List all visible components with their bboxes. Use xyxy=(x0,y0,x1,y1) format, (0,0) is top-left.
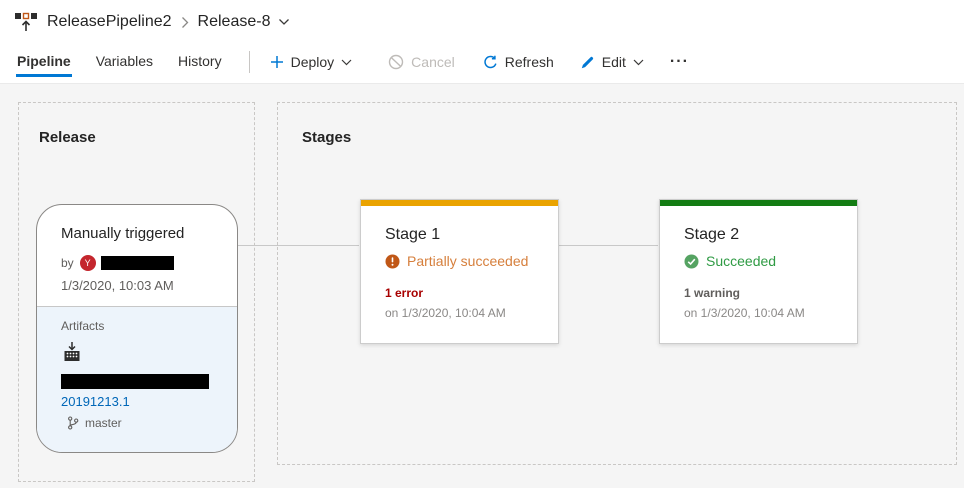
tab-pipeline[interactable]: Pipeline xyxy=(16,47,72,77)
branch-name: master xyxy=(85,416,122,430)
artifacts-section: Artifacts 20191213 xyxy=(37,306,237,452)
stage-name: Stage 1 xyxy=(385,226,441,243)
tab-and-toolbar: Pipeline Variables History Deploy Cancel xyxy=(16,46,689,78)
plus-icon xyxy=(270,55,284,69)
stage-error-count: 1 error xyxy=(385,286,424,300)
stage-status-row: Partially succeeded xyxy=(385,253,546,269)
page-header: ReleasePipeline2 Release-8 Pipeline Vari… xyxy=(0,0,964,84)
branch-row: master xyxy=(61,416,219,430)
redacted-artifact-name xyxy=(61,374,209,389)
chevron-down-icon xyxy=(633,59,644,66)
pipeline-canvas: Release Manually triggered by Y 1/3/2020… xyxy=(0,84,964,488)
triggered-by-row: by Y xyxy=(61,255,219,271)
stage-name: Stage 2 xyxy=(684,226,740,243)
stage-status-bar xyxy=(361,200,558,206)
stage-date: on 1/3/2020, 10:04 AM xyxy=(684,306,805,320)
stage-card-body: Stage 1 Partially succeeded 1 error on 1… xyxy=(361,206,558,320)
stage-card-stage-1[interactable]: Stage 1 Partially succeeded 1 error on 1… xyxy=(360,199,559,344)
release-section: Release Manually triggered by Y 1/3/2020… xyxy=(18,102,255,482)
tab-variables[interactable]: Variables xyxy=(95,53,154,69)
stage-status-bar xyxy=(660,200,857,206)
cancel-icon xyxy=(388,54,404,70)
stages-section: Stages Stage 1 Partially succeeded 1 e xyxy=(277,102,957,465)
cancel-button: Cancel xyxy=(388,54,455,70)
release-date: 1/3/2020, 10:03 AM xyxy=(61,278,174,293)
tab-history[interactable]: History xyxy=(178,53,222,69)
breadcrumb-release-name[interactable]: Release-8 xyxy=(197,13,271,30)
release-card-top: Manually triggered by Y 1/3/2020, 10:03 … xyxy=(37,205,237,293)
artifacts-label: Artifacts xyxy=(61,319,105,333)
stage-status-row: Succeeded xyxy=(684,253,845,269)
chevron-down-icon xyxy=(341,59,352,66)
avatar: Y xyxy=(79,255,96,271)
by-label: by xyxy=(61,256,74,270)
pencil-icon xyxy=(580,55,595,70)
deploy-button[interactable]: Deploy xyxy=(270,54,353,70)
chevron-down-icon[interactable] xyxy=(278,18,290,26)
release-trigger-title: Manually triggered xyxy=(61,225,185,242)
breadcrumb: ReleasePipeline2 Release-8 xyxy=(14,8,290,36)
refresh-button[interactable]: Refresh xyxy=(483,54,554,70)
edit-button[interactable]: Edit xyxy=(580,54,644,70)
refresh-icon xyxy=(483,55,498,70)
release-section-title: Release xyxy=(39,129,96,146)
stage-card-body: Stage 2 Succeeded 1 warning on 1/3/2020,… xyxy=(660,206,857,320)
build-artifact-icon xyxy=(61,341,219,368)
release-card[interactable]: Manually triggered by Y 1/3/2020, 10:03 … xyxy=(36,204,238,453)
toolbar-divider xyxy=(248,51,250,73)
breadcrumb-pipeline-name[interactable]: ReleasePipeline2 xyxy=(47,13,172,30)
stage-status-text: Partially succeeded xyxy=(407,253,529,269)
redacted-user-name xyxy=(100,256,174,270)
release-pipeline-icon xyxy=(14,12,38,33)
chevron-right-icon xyxy=(181,16,189,29)
stage-card-stage-2[interactable]: Stage 2 Succeeded 1 warning on 1/3/2020,… xyxy=(659,199,858,344)
warning-circle-icon xyxy=(385,254,400,269)
stage-date: on 1/3/2020, 10:04 AM xyxy=(385,306,506,320)
stage-warning-count: 1 warning xyxy=(684,286,741,300)
more-options-button[interactable]: ··· xyxy=(669,53,689,70)
stage-status-text: Succeeded xyxy=(706,253,777,269)
success-check-icon xyxy=(684,254,699,269)
build-number-link[interactable]: 20191213.1 xyxy=(61,394,130,409)
branch-icon xyxy=(67,416,79,430)
connector-release-stage1 xyxy=(237,245,359,246)
connector-stage1-stage2 xyxy=(557,245,658,246)
stages-section-title: Stages xyxy=(302,129,352,146)
